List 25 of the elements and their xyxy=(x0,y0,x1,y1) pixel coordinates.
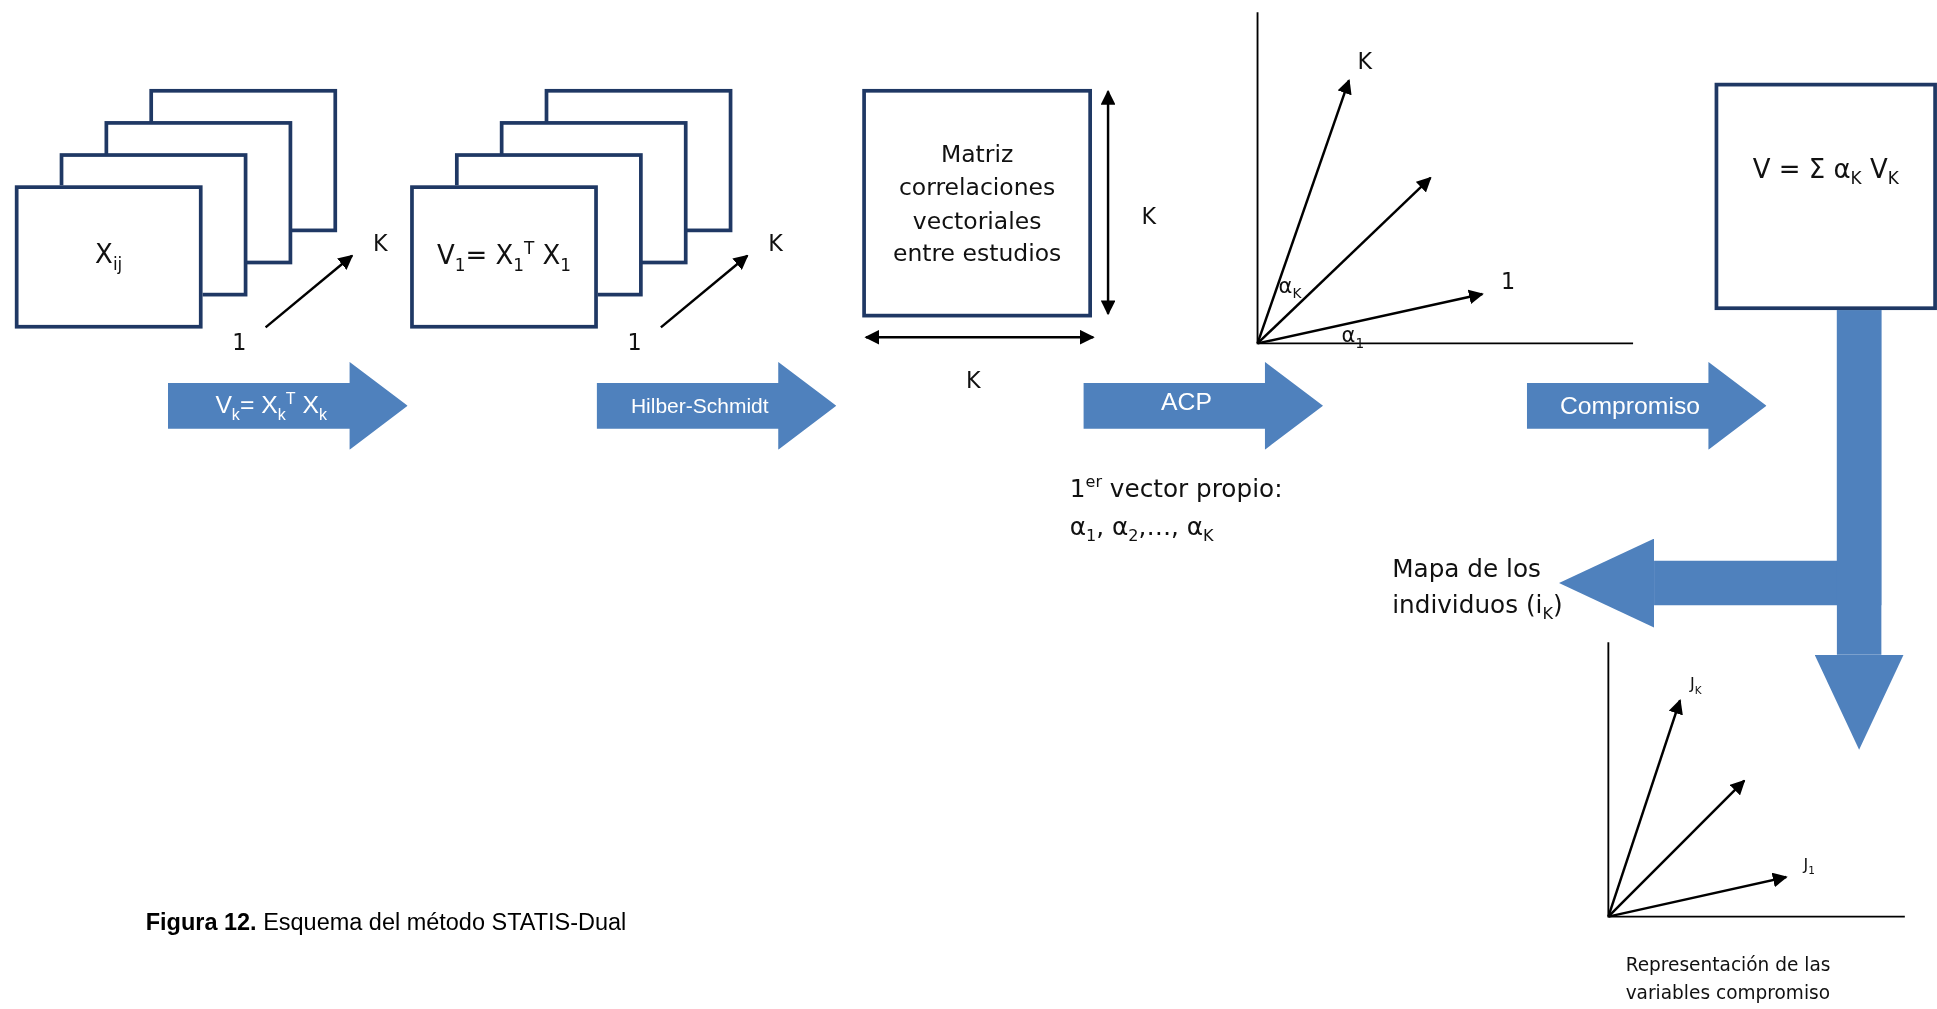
plot-caption: Representación de las variables compromiso xyxy=(1625,952,1832,1007)
map-caption: Mapa de los individuos (i$_{K}$) xyxy=(1392,550,1578,627)
vector-label: K xyxy=(1357,47,1373,77)
axis-label: K xyxy=(373,228,388,258)
block-arrow: V$_{k}$= X$_{k}$$^{T}$ X$_{k}$ xyxy=(168,361,408,450)
vector-label: 1 xyxy=(1500,267,1516,296)
vector-label: J$_{1}$ xyxy=(1803,853,1815,879)
block-arrow xyxy=(1814,310,1904,750)
block-arrow: Hilber-Schmidt xyxy=(596,361,837,450)
dimension-label: K xyxy=(1141,201,1156,231)
matrix-box: Matriz correlaciones vectoriales entre estudios xyxy=(862,88,1092,318)
axis-label: K xyxy=(768,228,783,258)
matrix-box: V$_{1}$= X$_{1}$$^{T}$ X$_{1}$ xyxy=(410,185,598,329)
axis-label: 1 xyxy=(232,327,247,357)
dimension-label: K xyxy=(966,365,981,395)
block-arrow: Compromiso xyxy=(1526,361,1767,450)
block-arrow: ACP xyxy=(1083,361,1323,450)
axis-label: 1 xyxy=(627,327,642,357)
vector-plot xyxy=(1255,9,1636,346)
vector-label: J$_{K}$ xyxy=(1689,673,1702,699)
matrix-box: V = Σ α$_{K}$ V$_{K}$ xyxy=(1714,82,1937,311)
matrix-box: X$_{ij}$ xyxy=(14,185,203,329)
figure-caption: Figura 12. Esquema del método STATIS-Dual xyxy=(145,909,627,937)
angle-label: α$_{K}$ xyxy=(1278,272,1302,304)
eigenvector-note: 1$^{er}$ vector propio: α$_{1}$, α$_{2}$,…, α$_{K}$ xyxy=(1069,471,1284,547)
